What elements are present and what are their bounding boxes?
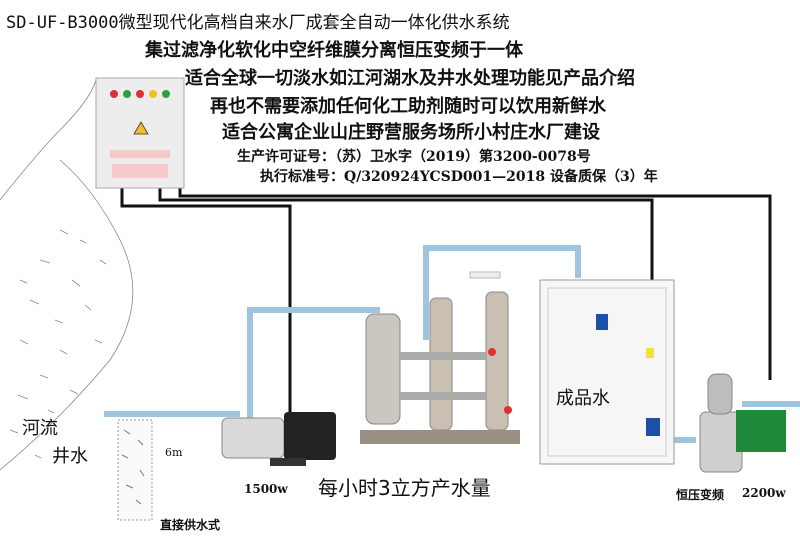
direct-supply-label: 直接供水式 (160, 518, 221, 532)
depth-label: 6m (165, 446, 183, 459)
indicator-light (110, 90, 118, 98)
title-line-3: 适合全球一切淡水如江河湖水及井水处理功能见产品介绍 (185, 68, 635, 89)
pump-power-label: 1500w (244, 482, 288, 496)
warning-icon (133, 121, 149, 135)
indicator-light (149, 90, 157, 98)
title-line-2: 集过滤净化软化中空纤维膜分离恒压变频于一体 (145, 40, 523, 61)
river-label: 河流 (22, 418, 58, 439)
indicator-light (162, 90, 170, 98)
control-panel (95, 77, 185, 189)
product-water-tank (539, 279, 675, 465)
indicator-light (123, 90, 131, 98)
terrain-hatching (0, 79, 134, 471)
well-shaft (117, 419, 153, 521)
title-line-5: 适合公寓企业山庄野营服务场所小村庄水厂建设 (222, 122, 600, 143)
vfd-label: 恒压变频 (676, 488, 725, 502)
booster-pump (699, 373, 786, 473)
title-line-4: 再也不需要添加任何化工助剂随时可以饮用新鲜水 (210, 96, 606, 117)
indicator-light (136, 90, 144, 98)
standard-number: 执行标准号：Q/320924YCSD001—2018 设备质保（3）年 (260, 169, 658, 185)
license-number: 生产许可证号：（苏）卫水字（2019）第3200-0078号 (237, 149, 591, 165)
title-line-1: SD-UF-B3000微型现代化高档自来水厂成套全自动一体化供水系统 (6, 13, 510, 33)
well-label: 井水 (52, 446, 88, 467)
product-water-label: 成品水 (556, 388, 610, 409)
vfd-power-label: 2200w (742, 486, 786, 500)
output-label: 每小时3立方产水量 (318, 476, 491, 500)
filter-skid (360, 271, 520, 444)
inlet-pump (221, 412, 336, 466)
